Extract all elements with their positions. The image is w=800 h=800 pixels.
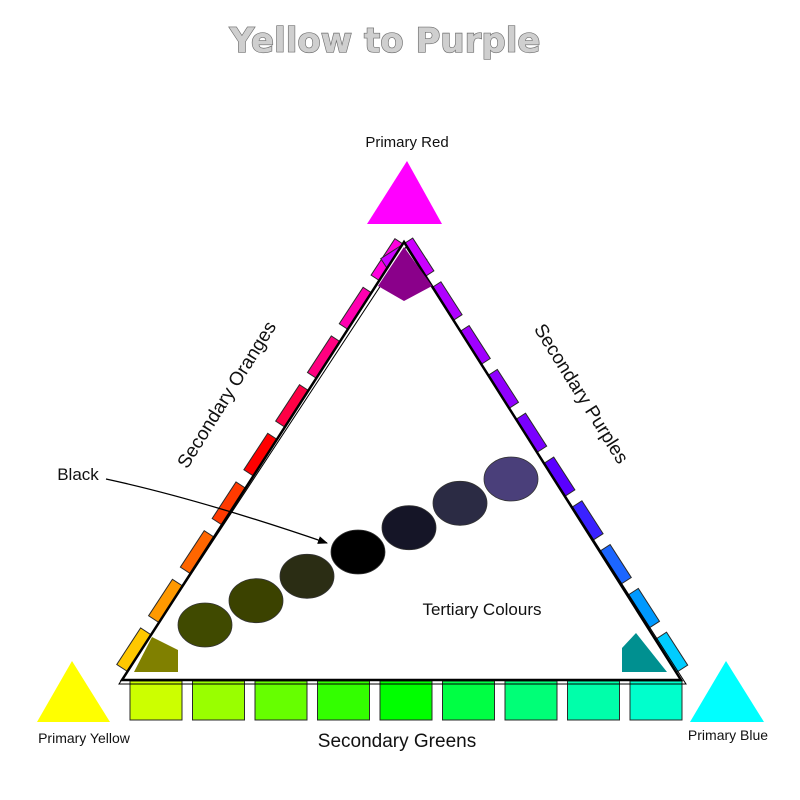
tertiary-circle-4 bbox=[330, 529, 386, 575]
green-swatch-5 bbox=[379, 680, 433, 721]
black-label: Black bbox=[57, 465, 99, 484]
green-swatch-4 bbox=[317, 680, 370, 721]
secondary-greens-label: Secondary Greens bbox=[318, 731, 476, 752]
black-pointer-arrow bbox=[105, 478, 328, 544]
corner-left-swatch bbox=[134, 637, 178, 672]
green-swatch-7 bbox=[504, 680, 558, 721]
green-swatch-1 bbox=[129, 680, 183, 721]
primary-yellow-label: Primary Yellow bbox=[38, 730, 131, 746]
primary-blue-swatch bbox=[690, 661, 764, 722]
tertiary-circle-3 bbox=[279, 553, 335, 599]
secondary-greens-swatches bbox=[129, 680, 683, 721]
green-swatch-2 bbox=[192, 680, 245, 721]
green-swatch-8 bbox=[567, 680, 620, 721]
tertiary-circle-1 bbox=[177, 602, 233, 648]
corner-right-swatch bbox=[622, 633, 667, 672]
green-swatch-9 bbox=[629, 680, 683, 721]
tertiary-circle-7 bbox=[483, 456, 539, 502]
primary-red-swatch bbox=[367, 161, 442, 224]
green-swatch-3 bbox=[254, 680, 308, 721]
tertiary-circle-2 bbox=[228, 578, 284, 624]
green-swatch-6 bbox=[442, 680, 495, 721]
tertiary-colour-circles bbox=[177, 456, 539, 648]
tertiary-circle-6 bbox=[432, 480, 488, 526]
primary-blue-label: Primary Blue bbox=[688, 727, 768, 743]
tertiary-circle-5 bbox=[381, 505, 437, 551]
inner-triangle-outline bbox=[118, 246, 687, 685]
diagram-title: Yellow to Purple bbox=[229, 21, 541, 61]
tertiary-colours-label: Tertiary Colours bbox=[422, 600, 541, 619]
primary-yellow-swatch bbox=[37, 661, 110, 722]
corner-top-swatch bbox=[378, 247, 432, 301]
inner-triangle bbox=[119, 239, 684, 682]
primary-red-label: Primary Red bbox=[365, 134, 448, 151]
